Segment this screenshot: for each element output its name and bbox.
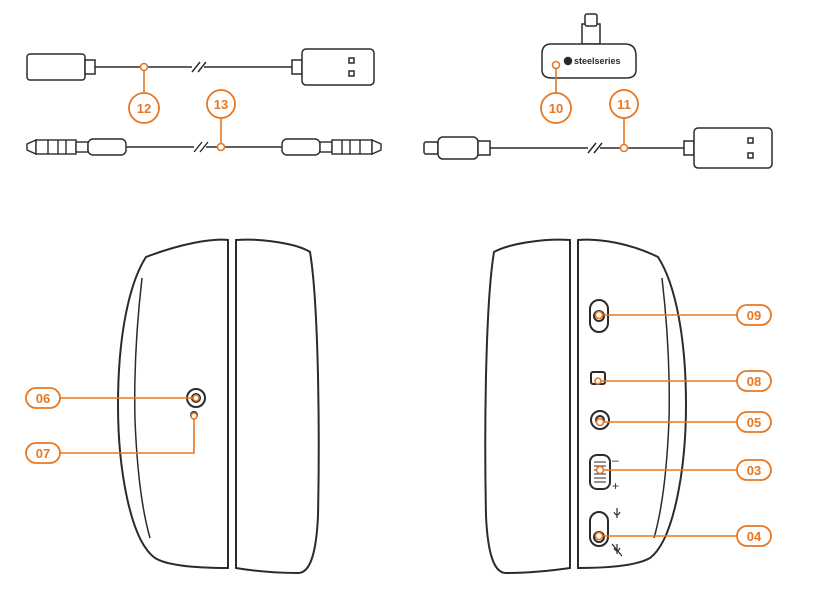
- svg-text:04: 04: [747, 529, 762, 544]
- volume-minus-mark: –: [612, 453, 619, 467]
- dongle-brand-text: steelseries: [574, 56, 621, 66]
- svg-text:12: 12: [137, 101, 151, 116]
- audio-jack-right: [371, 138, 382, 156]
- callout-11: 11: [609, 89, 639, 119]
- svg-text:09: 09: [747, 308, 761, 323]
- svg-text:07: 07: [36, 446, 50, 461]
- svg-text:08: 08: [747, 374, 761, 389]
- callout-leaders: [56, 60, 738, 541]
- callout-05: 05: [736, 411, 772, 433]
- callout-08: 08: [736, 370, 772, 392]
- callout-12: 12: [128, 92, 160, 124]
- usb-female-end: [26, 53, 86, 81]
- steelseries-logo-icon: [563, 56, 573, 66]
- callout-09: 09: [736, 304, 772, 326]
- callout-04: 04: [736, 525, 772, 547]
- audio-cable-3-5mm: [26, 138, 382, 156]
- callout-13: 13: [206, 89, 236, 119]
- svg-text:10: 10: [549, 101, 563, 116]
- mic-icon: [613, 508, 621, 518]
- svg-text:05: 05: [747, 415, 761, 430]
- callout-10: 10: [540, 92, 572, 124]
- usb-a-plug-2: [693, 127, 773, 169]
- right-earcup: [484, 238, 688, 575]
- micro-usb-plug: [423, 141, 439, 155]
- callout-06: 06: [25, 387, 61, 409]
- left-earcup: [116, 238, 320, 575]
- svg-text:13: 13: [214, 97, 228, 112]
- right-ear-cushion: [484, 238, 571, 575]
- audio-jack-left: [26, 138, 37, 156]
- usb-a-plug: [301, 48, 375, 86]
- usb-extension-cable: [26, 48, 375, 86]
- callout-07: 07: [25, 442, 61, 464]
- callout-03: 03: [736, 459, 772, 481]
- micro-usb-charging-cable: [423, 127, 773, 169]
- left-ear-cushion: [235, 238, 320, 575]
- svg-text:03: 03: [747, 463, 761, 478]
- volume-plus-mark: +: [612, 479, 619, 493]
- svg-text:11: 11: [617, 97, 631, 112]
- usb-c-dongle: steelseries: [541, 13, 637, 79]
- svg-text:06: 06: [36, 391, 50, 406]
- mic-muted-icon: [611, 543, 623, 557]
